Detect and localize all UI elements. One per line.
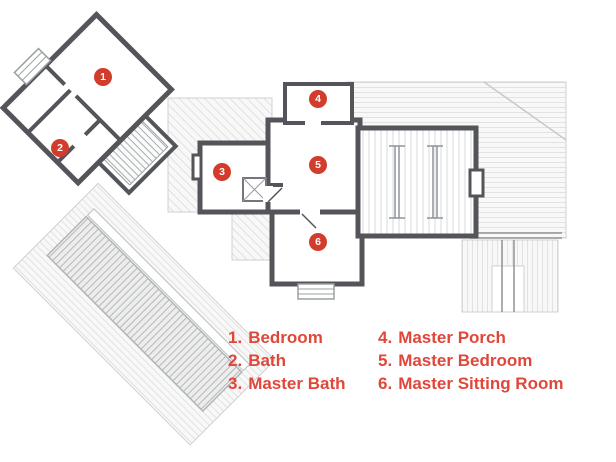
bath-door-gap — [263, 186, 273, 202]
rear-stoop-steps — [298, 288, 334, 295]
roof-hip-line — [483, 81, 567, 141]
legend-label: Master Porch — [398, 328, 506, 347]
chimney-lines — [501, 240, 515, 312]
legend-item-2: 2. Bath — [228, 349, 378, 372]
sitting-door-gap — [300, 208, 320, 216]
legend-label: Master Bedroom — [398, 351, 533, 370]
legend-item-6: 6. Master Sitting Room — [378, 372, 563, 395]
marker-number: 2 — [57, 142, 63, 154]
marker-number: 3 — [219, 166, 225, 178]
marker-number: 1 — [100, 71, 106, 83]
deck-rail — [86, 208, 251, 372]
left-roof-wing — [12, 182, 276, 446]
wing-partition-v1 — [26, 88, 72, 135]
roof-eave-lines — [470, 232, 562, 239]
legend-column-2: 4. Master Porch 5. Master Bedroom 6. Master… — [378, 326, 563, 395]
legend-item-1: 1. Bedroom — [228, 326, 378, 349]
center-roof-lower — [231, 211, 273, 261]
legend-number: 5. — [378, 351, 393, 370]
bedroom-wing — [0, 11, 179, 196]
rear-stoop — [297, 283, 335, 300]
porch-posts — [389, 145, 443, 219]
room-marker-1: 1 — [94, 68, 112, 86]
room-marker-5: 5 — [309, 156, 327, 174]
legend-number: 6. — [378, 374, 393, 393]
marker-number: 4 — [315, 93, 321, 105]
sitting-door-swing — [301, 213, 317, 229]
legend-number: 3. — [228, 374, 243, 393]
porch-door-gap — [305, 116, 321, 126]
room-marker-4: 4 — [309, 90, 327, 108]
legend-item-3: 3. Master Bath — [228, 372, 378, 395]
roof-notch — [491, 265, 525, 313]
legend-item-5: 5. Master Bedroom — [378, 349, 563, 372]
right-porch — [355, 125, 479, 239]
shower-cross — [242, 177, 267, 202]
legend-number: 4. — [378, 328, 393, 347]
legend: 1. Bedroom 2. Bath 3. Master Bath 4. Master … — [228, 326, 563, 395]
room-marker-3: 3 — [213, 163, 231, 181]
legend-column-1: 1. Bedroom 2. Bath 3. Master Bath — [228, 326, 378, 395]
legend-label: Master Sitting Room — [398, 374, 564, 393]
fireplace — [468, 168, 485, 198]
room-marker-2: 2 — [51, 139, 69, 157]
bath-bump-out — [191, 153, 203, 181]
entry-step-lines — [17, 51, 47, 81]
marker-number: 5 — [315, 159, 321, 171]
legend-label: Bedroom — [248, 328, 323, 347]
wing-partition-h — [44, 64, 122, 142]
legend-item-4: 4. Master Porch — [378, 326, 563, 349]
deck-stairs — [46, 215, 243, 413]
legend-number: 2. — [228, 351, 243, 370]
legend-number: 1. — [228, 328, 243, 347]
bath-door-swing — [267, 187, 283, 203]
legend-label: Master Bath — [248, 374, 346, 393]
entry-steps — [13, 47, 52, 86]
legend-label: Bath — [248, 351, 286, 370]
room-marker-6: 6 — [309, 233, 327, 251]
marker-number: 6 — [315, 236, 321, 248]
